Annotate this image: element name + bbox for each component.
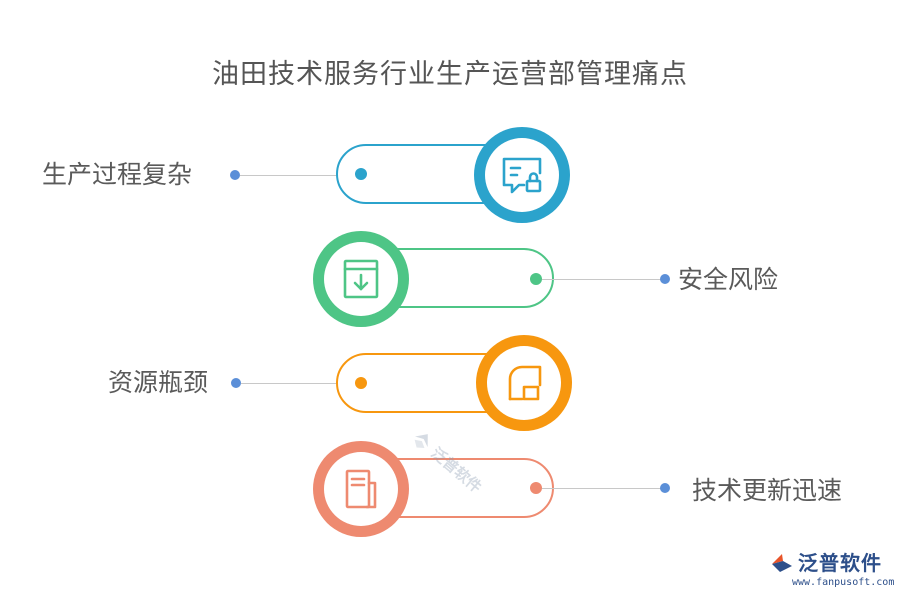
connector-line: [240, 175, 360, 176]
watermark: 泛普软件: [407, 425, 487, 497]
brand-logo: 泛普软件: [770, 552, 882, 574]
fanpu-logo-icon: [414, 434, 428, 449]
logo-name: 泛普软件: [798, 551, 882, 575]
pill-dot: [530, 482, 542, 494]
pill-dot: [355, 168, 367, 180]
connector-line: [542, 279, 662, 280]
icon-circle: [313, 441, 409, 537]
pain-point-label: 安全风险: [678, 265, 779, 294]
icon-circle: [474, 127, 570, 223]
logo-url: www.fanpusoft.com: [792, 577, 895, 588]
diagram-title: 油田技术服务行业生产运营部管理痛点: [212, 59, 688, 90]
icon-circle: [313, 231, 409, 327]
connector-dot: [230, 170, 240, 180]
connector-line: [241, 383, 361, 384]
fanpu-logo-icon: [772, 554, 792, 572]
chat-lock-icon: [502, 157, 542, 194]
download-box-icon: [343, 259, 379, 299]
pill-dot: [355, 377, 367, 389]
pain-point-label: 资源瓶颈: [108, 368, 209, 397]
pain-point-label: 技术更新迅速: [692, 476, 843, 505]
pain-point-label: 生产过程复杂: [42, 160, 193, 189]
connector-line: [542, 488, 662, 489]
connector-dot: [660, 483, 670, 493]
connector-dot: [660, 274, 670, 284]
icon-circle: [476, 335, 572, 431]
pill-dot: [530, 273, 542, 285]
crop-frame-icon: [508, 365, 542, 401]
connector-dot: [231, 378, 241, 388]
document-icon: [345, 469, 377, 509]
